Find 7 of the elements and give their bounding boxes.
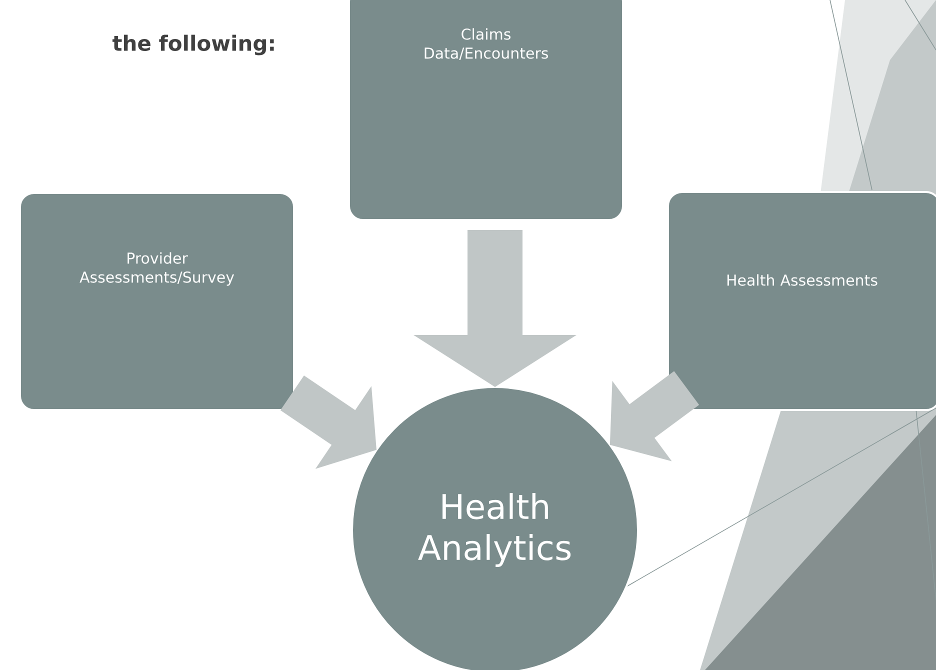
process-box: Health Assessments bbox=[667, 191, 936, 411]
process-box: Provider Assessments/Survey bbox=[19, 192, 295, 411]
block-arrow bbox=[280, 376, 376, 469]
heading-text: the following: bbox=[112, 34, 274, 56]
process-box: Claims Data/Encounters bbox=[348, 0, 624, 221]
block-arrow bbox=[610, 371, 700, 462]
block-arrow bbox=[414, 230, 576, 387]
